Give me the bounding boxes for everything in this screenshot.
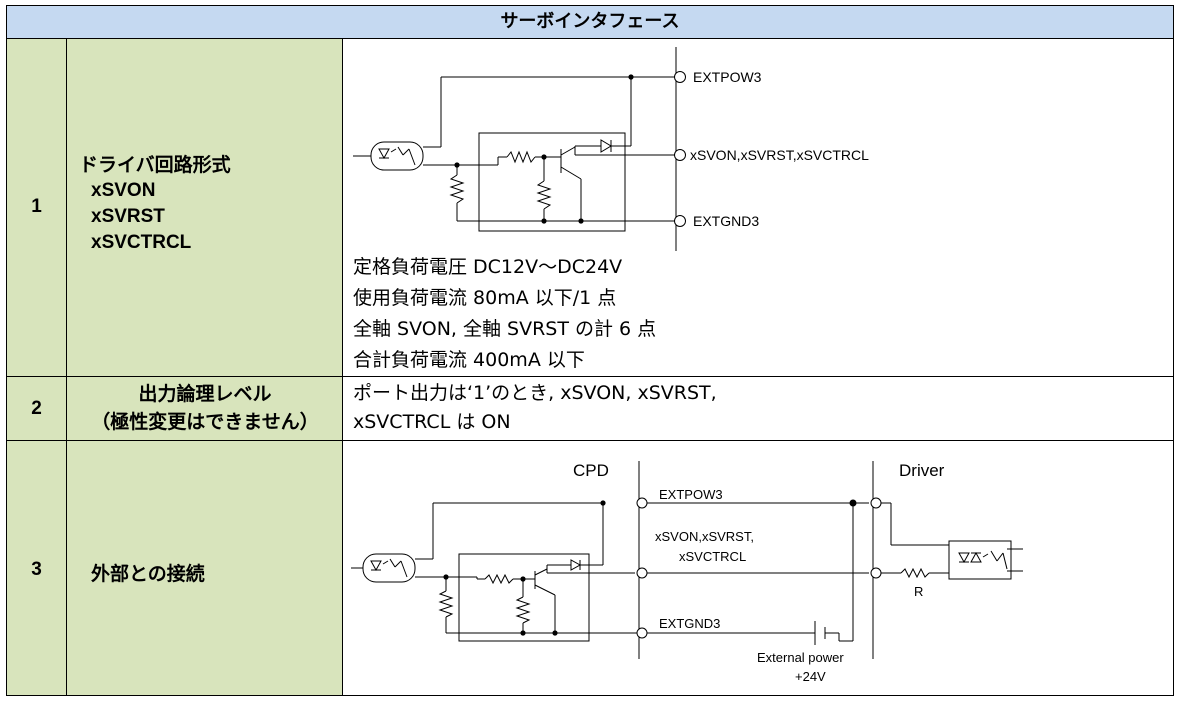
row2-label: 出力論理レベル （極性変更はできません） [69,380,341,436]
description-line: ポート出力は‘1’のとき, xSVON, xSVRST, [353,382,717,404]
extpow3-label: EXTPOW3 [659,487,723,502]
grid-line [342,38,343,695]
grid-line [66,38,67,695]
signal-label-1: xSVON,xSVRST, [655,529,754,544]
row1-number: 1 [31,196,42,217]
spec-line: 使用負荷電流 80mA 以下/1 点 [353,287,617,309]
spec-line: 全軸 SVON, 全軸 SVRST の計 6 点 [353,318,657,340]
row3-number: 3 [31,559,42,580]
driver-label: Driver [899,461,945,480]
external-connection-diagram: CPD Driver EXTPOW3 xSVON,xSVRST, xSVCTRC… [351,461,1023,684]
row1-specs: 定格負荷電圧 DC12V～DC24V 使用負荷電流 80mA 以下/1 点 全軸… [353,252,1153,376]
resistor-label: R [914,584,923,599]
description-line: xSVCTRCL は ON [353,411,511,433]
cpd-label: CPD [573,461,609,480]
extgnd3-label: EXTGND3 [693,213,759,229]
signal-label: xSVON,xSVRST,xSVCTRCL [690,147,869,163]
table-header: サーボインタフェース [7,6,1173,38]
table-title: サーボインタフェース [500,11,680,32]
row2-label-line: （極性変更はできません） [91,411,319,433]
row3-number-cell [7,441,66,695]
extpow3-label: EXTPOW3 [693,69,762,85]
row1-label-line: xSVCTRCL [91,232,192,253]
grid-line [7,440,1173,441]
row1-label-line: ドライバ回路形式 [79,154,231,176]
extgnd3-label: EXTGND3 [659,616,720,631]
grid-line [7,376,1173,377]
row1-label-line: xSVON [91,180,156,201]
row1-label-line: xSVRST [91,206,165,227]
row3-label: 外部との接続 [91,563,205,585]
row2-description: ポート出力は‘1’のとき, xSVON, xSVRST, xSVCTRCL は … [353,379,1153,437]
row1-number-cell [7,39,66,376]
row2-label-cell [67,377,342,440]
row2-number: 2 [31,398,42,419]
grid-line [7,38,1173,39]
row1-label: ドライバ回路形式 xSVON xSVRST xSVCTRCL [79,152,339,256]
row2-label-line: 出力論理レベル [138,383,272,405]
servo-interface-table: サーボインタフェース 1 ドライバ回路形式 xSVON xSVRST xSVCT… [6,5,1174,696]
row3-label-cell [67,441,342,695]
driver-circuit-diagram: EXTPOW3 xSVON,xSVRST,xSVCTRCL EXTGND3 [353,47,869,251]
row1-label-cell [67,39,342,376]
spec-line: 定格負荷電圧 DC12V～DC24V [353,256,623,278]
external-voltage-label: +24V [795,669,826,684]
spec-line: 合計負荷電流 400mA 以下 [353,349,585,371]
signal-label-2: xSVCTRCL [679,549,746,564]
external-power-label: External power [757,650,844,665]
row2-number-cell [7,377,66,440]
